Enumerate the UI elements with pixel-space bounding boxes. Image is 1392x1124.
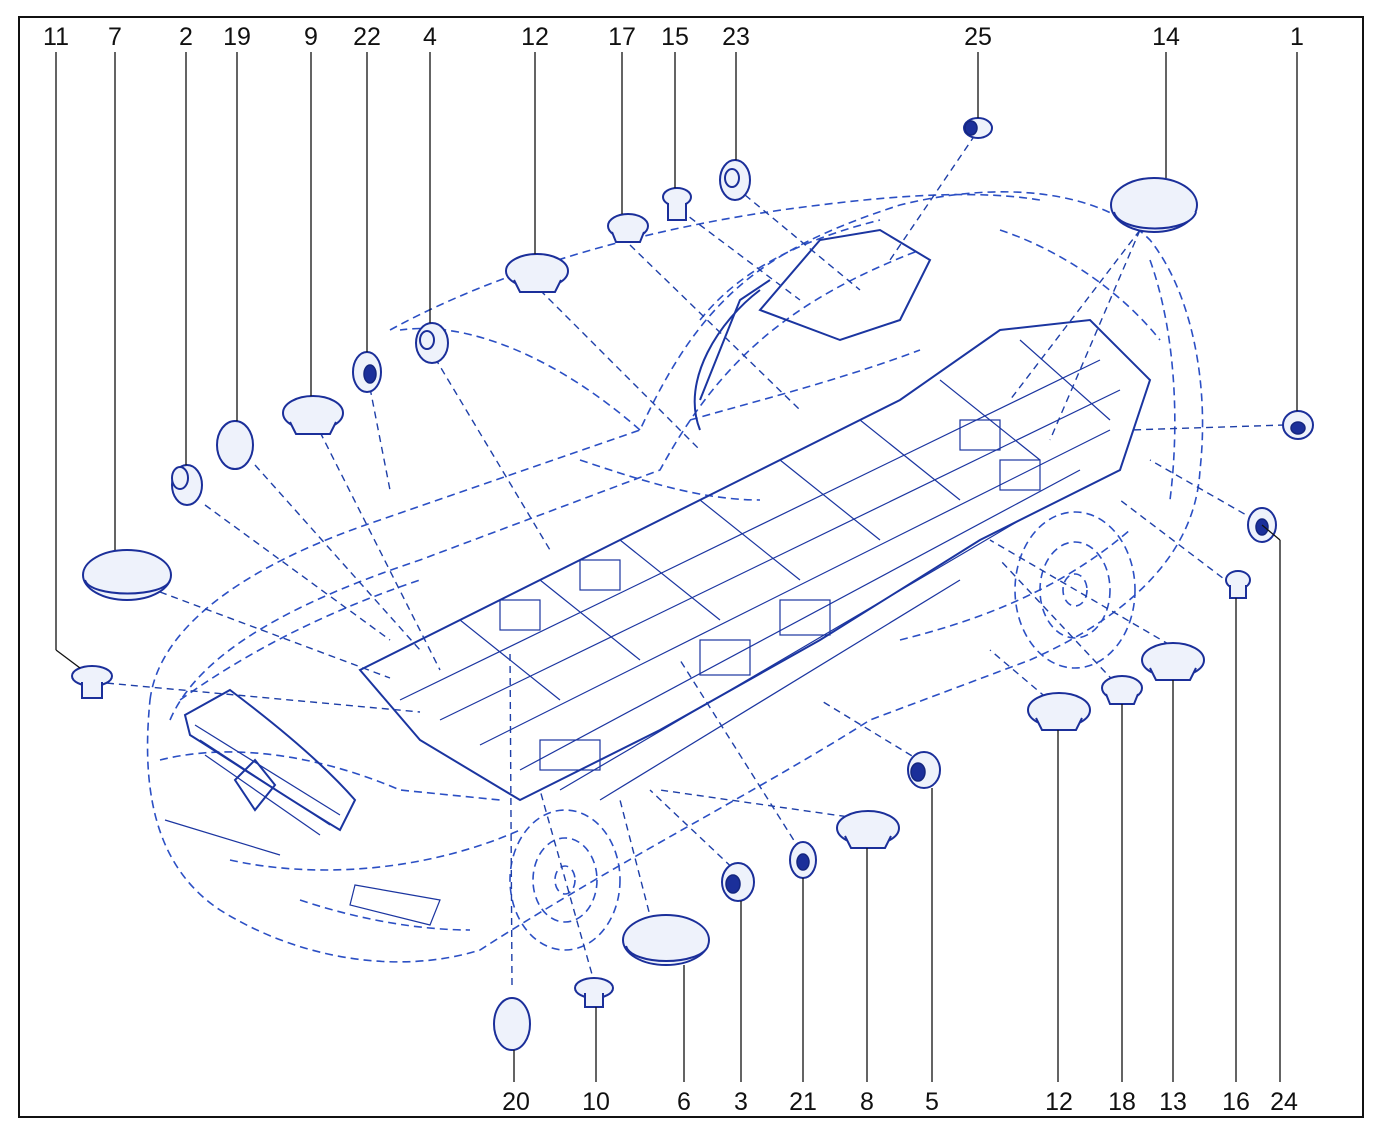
callout-bottom-2: 10 — [582, 1088, 610, 1116]
callout-top-6: 22 — [353, 23, 381, 51]
part-8-round-plug — [836, 810, 900, 849]
callout-bottom-5: 21 — [789, 1088, 817, 1116]
callout-bottom-12: 24 — [1270, 1088, 1298, 1116]
part-1-clip — [1282, 410, 1314, 440]
part-6-oval-plug — [622, 914, 710, 966]
part-21-grommet — [789, 841, 817, 879]
part-12-round-plug-top — [505, 253, 569, 293]
callout-top-12: 25 — [964, 23, 992, 51]
callout-bottom-10: 13 — [1159, 1088, 1187, 1116]
callouts-bottom: 20 10 6 3 21 8 5 12 18 13 16 24 — [502, 1088, 1298, 1116]
callout-top-3: 2 — [179, 23, 193, 51]
part-10-clip — [574, 977, 614, 1008]
part-20-disc — [493, 997, 531, 1051]
part-22-grommet — [352, 351, 382, 393]
callout-top-5: 9 — [304, 23, 318, 51]
callout-top-4: 19 — [223, 23, 251, 51]
part-11-clip — [71, 665, 113, 699]
wheel-rear — [1014, 511, 1136, 669]
callout-top-13: 14 — [1152, 23, 1180, 51]
callout-top-7: 4 — [423, 23, 437, 51]
part-5-clip — [907, 751, 941, 789]
callout-top-14: 1 — [1290, 23, 1304, 51]
leader-lines — [94, 134, 1286, 986]
callout-top-2: 7 — [108, 23, 122, 51]
callout-lines-top — [55, 52, 1298, 669]
part-12-round-plug-bottom — [1027, 692, 1091, 731]
callout-bottom-4: 3 — [734, 1088, 748, 1116]
callout-bottom-9: 18 — [1108, 1088, 1136, 1116]
part-2-plug — [171, 464, 203, 506]
callout-bottom-11: 16 — [1222, 1088, 1250, 1116]
part-13-round-plug — [1141, 642, 1205, 681]
wheel-front — [509, 809, 621, 951]
part-3-clip — [721, 862, 755, 902]
part-7-oval-plug — [82, 549, 172, 601]
car-outline — [146, 191, 1204, 963]
part-15-clip — [662, 187, 692, 221]
part-25-clip — [963, 117, 993, 139]
callout-bottom-8: 12 — [1045, 1088, 1073, 1116]
part-23-grommet — [719, 159, 751, 201]
callout-bottom-1: 20 — [502, 1088, 530, 1116]
part-14-oval-plug — [1110, 177, 1198, 233]
part-16-clip — [1225, 570, 1251, 599]
callout-lines-bottom — [513, 524, 1281, 1082]
callouts-top: 11 7 2 19 9 22 4 12 17 15 23 25 14 1 — [43, 23, 1304, 51]
callout-bottom-7: 5 — [925, 1088, 939, 1116]
part-9-round-plug — [282, 395, 344, 435]
front-grille — [164, 688, 441, 926]
part-17-plug — [607, 213, 649, 243]
callout-top-8: 12 — [521, 23, 549, 51]
callout-top-9: 17 — [608, 23, 636, 51]
underbody-structure — [358, 228, 1152, 802]
callout-bottom-6: 8 — [860, 1088, 874, 1116]
callout-top-1: 11 — [43, 23, 69, 51]
part-18-plug — [1101, 675, 1143, 705]
callout-top-10: 15 — [661, 23, 689, 51]
callout-top-11: 23 — [722, 23, 750, 51]
part-4-grommet — [415, 322, 449, 364]
part-19-disc — [216, 420, 254, 470]
parts — [71, 117, 1314, 1051]
callout-bottom-3: 6 — [677, 1088, 691, 1116]
